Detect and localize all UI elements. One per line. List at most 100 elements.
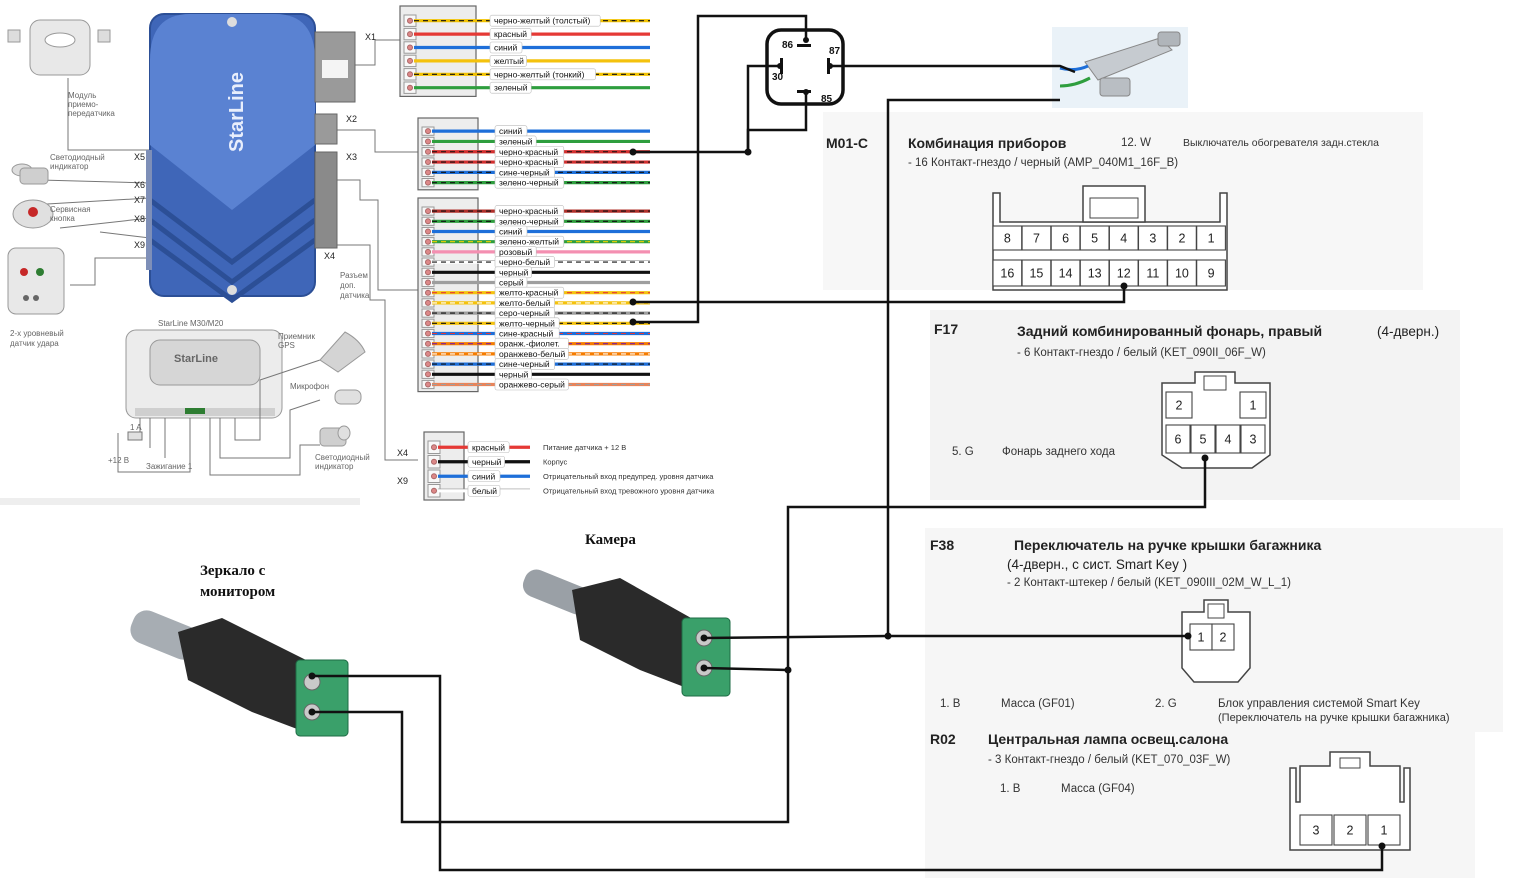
wire-f17-to-mirror <box>312 458 1207 824</box>
m01-pin-14: 14 <box>1059 267 1073 281</box>
transceiver-module <box>7 19 111 76</box>
wire-x3-1: зелено-черный <box>421 215 650 228</box>
wire-label: желто-черный <box>499 318 555 328</box>
wire-x3-5: черно-белый <box>421 256 650 268</box>
wire-x1-3: желтый <box>403 54 650 68</box>
shock-sensor <box>7 247 65 315</box>
m01-pin-cell <box>1167 259 1197 287</box>
f17-sub: - 6 Контакт-гнездо / белый (KET_090II_06… <box>1017 347 1266 359</box>
wire-label: черно-желтый (тонкий) <box>494 69 585 79</box>
wire-label-box <box>489 41 523 54</box>
wire-label-box <box>494 378 569 391</box>
shock-sensor-label-1: 2-х уровневый <box>10 329 64 338</box>
wire-x3-to-m01-pin12 <box>633 285 1126 304</box>
relay-pin-87: 87 <box>829 46 841 57</box>
wire-x3-12: сине-красный <box>421 327 650 340</box>
led2-label-2: индикатор <box>315 462 354 471</box>
r02-desc1: Масса (GF04) <box>1061 783 1135 795</box>
m01-pin-10: 10 <box>1175 267 1189 281</box>
service-button-label-2: кнопка <box>50 214 75 223</box>
wire-x3-10: серо-черный <box>421 307 650 319</box>
port-label-x1: X1 <box>365 32 376 42</box>
wire-x2-1: зеленый <box>421 135 650 148</box>
wire-label: зеленый <box>499 136 533 146</box>
starline-main-unit: StarLine <box>146 13 356 304</box>
f38-desc2: Блок управления системой Smart Key <box>1218 698 1420 710</box>
m30-module: StarLine <box>125 329 283 419</box>
m01-pin-11: 11 <box>1146 267 1159 281</box>
wire-actuator-to-f38 <box>886 98 1188 638</box>
wire-label-box <box>489 14 601 27</box>
wire-camera-minus <box>703 666 789 672</box>
f38-note1: 1. B <box>940 698 961 710</box>
m01-pin-6: 6 <box>1062 232 1069 246</box>
wire-desc: Отрицательный вход предупред. уровня дат… <box>543 472 714 481</box>
f38-pin-1: 1 <box>1198 631 1205 645</box>
port-label-x8: X8 <box>134 214 145 224</box>
fuse-icon <box>127 431 143 441</box>
wire-label: сине-красный <box>499 329 553 339</box>
f17-title: Задний комбинированный фонарь, правый <box>1017 323 1322 339</box>
f17-title-note: (4-дверн.) <box>1377 324 1439 339</box>
m01-pin-cell <box>1167 225 1197 251</box>
wire-x2-5: зелено-черный <box>421 176 650 189</box>
r02-sub: - 3 Контакт-гнездо / белый (KET_070_03F_… <box>988 754 1231 766</box>
led-indicator-2 <box>319 425 351 447</box>
wire-label-box <box>494 215 565 228</box>
m01-pin-cell <box>1108 259 1139 287</box>
mic-label: Микрофон <box>290 382 329 391</box>
wire-x1-2: синий <box>403 41 650 54</box>
wire-label: синий <box>499 227 522 237</box>
wire-x1-0: черно-желтый (толстый) <box>403 14 650 27</box>
starline-panel: Модуль приемо- передатчика Светодиодный … <box>0 13 418 505</box>
wire-camera-plus <box>703 634 889 640</box>
wire-label: черно-белый <box>499 257 550 267</box>
service-button-label-1: Сервисная <box>50 205 91 214</box>
r02-pin-cell <box>1299 814 1333 846</box>
wire-label: красный <box>472 442 505 452</box>
harness-block-x1: черно-желтый (толстый)красныйсинийжелтый… <box>399 5 650 98</box>
port-labels: X1 X2 X3 X4 X5 X6 X7 X8 X9 X4 X9 <box>134 32 408 486</box>
m01-pin-8: 8 <box>1004 232 1011 246</box>
m01-pin-cell <box>1050 225 1081 251</box>
f38-title: Переключатель на ручке крышки багажника <box>1014 537 1321 553</box>
wire-x2-4: сине-черный <box>421 166 650 179</box>
port-label-x3: X3 <box>346 152 357 162</box>
m01-code: M01-C <box>826 135 868 151</box>
m01-pin-cell <box>1196 225 1226 251</box>
port-label-x5: X5 <box>134 152 145 162</box>
wire-label-box <box>467 484 501 497</box>
wire-harness: черно-желтый (толстый)красныйсинийжелтый… <box>399 5 715 501</box>
m01-pin-cell <box>992 225 1023 251</box>
r02-pin-2: 2 <box>1347 824 1354 838</box>
m01-pin-7: 7 <box>1033 232 1040 246</box>
wire-label-box <box>467 470 501 483</box>
f17-pin-cell <box>1165 391 1193 419</box>
wire-label-box <box>489 55 527 67</box>
fuse-label: 1 A <box>130 423 142 432</box>
f17-pin-2: 2 <box>1176 399 1183 413</box>
f38-note2: 2. G <box>1155 698 1177 710</box>
wire-label: сине-черный <box>499 167 550 177</box>
wire-x3-4: розовый <box>421 246 650 258</box>
wire-x2-0: синий <box>421 125 650 137</box>
m01-pin-9: 9 <box>1208 267 1215 281</box>
extra-sensor-label-2: доп. <box>340 281 356 290</box>
m01-pin-cell <box>1108 225 1139 251</box>
port-label-x4b: X4 <box>397 448 408 458</box>
r02-title: Центральная лампа освещ.салона <box>988 731 1228 747</box>
transceiver-label-2: приемо- <box>68 100 99 109</box>
r02-pin-1: 1 <box>1381 824 1388 838</box>
m30-logo: StarLine <box>174 353 218 365</box>
m30-title: StarLine M30/M20 <box>158 319 224 328</box>
wire-label: синий <box>499 126 522 136</box>
wire-label: серо-черный <box>499 308 550 318</box>
wire-label: белый <box>472 486 497 496</box>
m01-pin-cell <box>1021 259 1052 287</box>
f17-pin-cell <box>1240 424 1266 454</box>
